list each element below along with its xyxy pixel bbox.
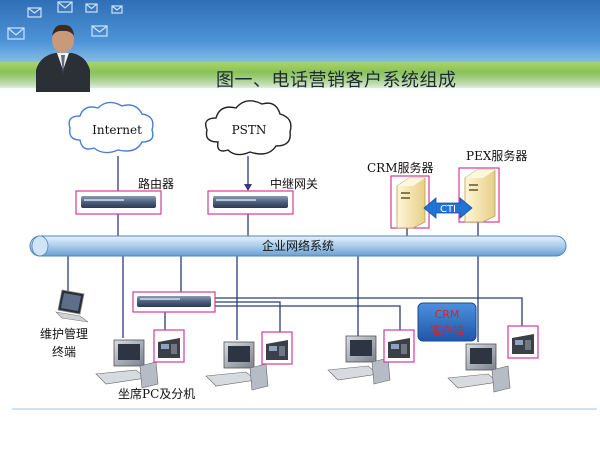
desk-phone-icon — [507, 325, 539, 359]
desktop-pc-icon — [447, 343, 511, 393]
router-device — [75, 190, 162, 215]
header-banner — [0, 0, 600, 92]
envelope-icon — [7, 1, 123, 40]
router-label: 路由器 — [138, 176, 174, 191]
pstn-arrow-head — [244, 184, 252, 191]
internet-label: Internet — [92, 123, 142, 137]
crm-server-label: CRM服务器 — [367, 160, 434, 175]
crm-client-box — [417, 302, 477, 342]
banner-fade — [0, 72, 600, 92]
cloud-icon — [204, 100, 292, 156]
footer-divider — [12, 408, 597, 410]
desktop-pc-icon — [205, 341, 269, 391]
cloud-icon — [68, 101, 154, 154]
desktop-pc-icon — [327, 335, 391, 385]
cti-label: CTI — [440, 204, 456, 215]
gateway-label: 中继网关 — [270, 176, 318, 191]
server-tower-icon — [458, 167, 500, 223]
page-title: 图一、电话营销客户系统组成 — [216, 70, 457, 91]
crm-client-label-2: 客户端 — [431, 323, 464, 337]
switch-device — [132, 291, 216, 313]
pex-server-label: PEX服务器 — [466, 148, 527, 163]
uplink-lines — [117, 156, 479, 236]
businessman-figure — [36, 24, 90, 92]
pstn-label: PSTN — [232, 123, 267, 137]
network-bus — [29, 235, 567, 257]
cti-arrow — [423, 197, 473, 219]
banner-graphics — [7, 1, 123, 92]
desktop-pc-icon — [95, 339, 159, 389]
desk-phone-icon — [383, 329, 415, 363]
server-tower-icon — [390, 175, 430, 229]
maintenance-label-2: 终端 — [52, 344, 76, 359]
agent-label: 坐席PC及分机 — [118, 386, 195, 401]
gateway-device — [207, 190, 294, 215]
desk-phone-icon — [153, 329, 185, 363]
drop-lines — [67, 256, 523, 342]
desk-phone-icon — [261, 331, 293, 365]
maintenance-label-1: 维护管理 — [40, 326, 88, 341]
crm-client-label-1: CRM — [435, 308, 460, 321]
network-label: 企业网络系统 — [262, 238, 334, 253]
laptop-icon — [55, 289, 89, 323]
